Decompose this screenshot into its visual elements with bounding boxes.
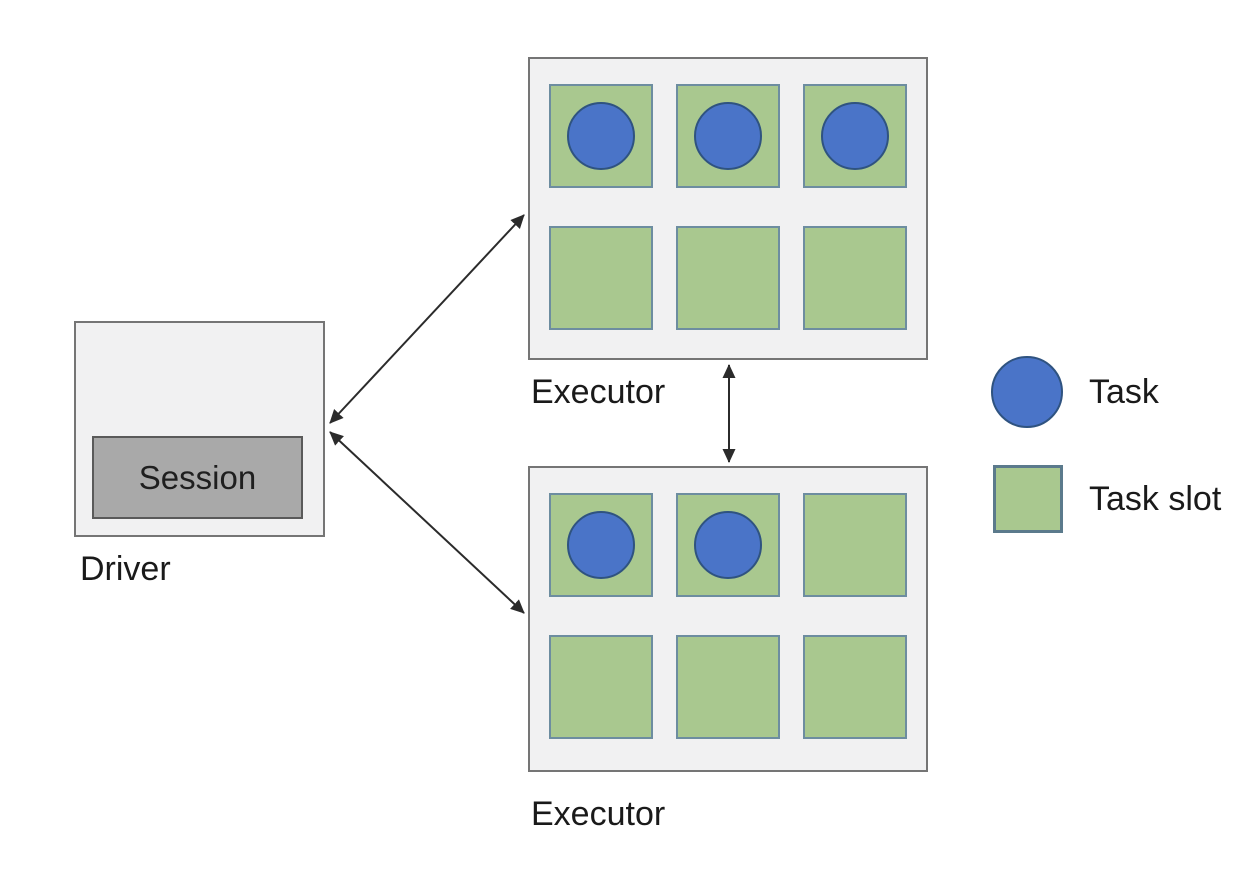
task-icon [694,511,762,579]
task-legend-icon [991,356,1063,428]
executor-2-box [528,466,928,772]
legend-task-label: Task [1089,372,1159,411]
task-slot [676,635,780,739]
task-slot [803,635,907,739]
executor-1-label: Executor [531,373,666,411]
task-slot [549,84,653,188]
driver-executor1-arrow [329,214,525,424]
task-slot [803,84,907,188]
task-slot [549,635,653,739]
executor-1-box [528,57,928,360]
task-slot [676,226,780,330]
legend-item-task-slot: Task slot [993,465,1221,533]
session-label: Session [138,458,257,496]
task-icon [567,102,635,170]
task-slot [803,493,907,597]
task-icon [694,102,762,170]
driver-label: Driver [80,550,171,588]
task-icon [821,102,889,170]
task-slot [676,84,780,188]
task-slot [549,493,653,597]
driver-box: Session [74,321,325,537]
task-slot [676,493,780,597]
legend-task-slot-label: Task slot [1089,479,1222,518]
task-icon [567,511,635,579]
task-slot [549,226,653,330]
legend-item-task: Task [991,356,1159,428]
session-box: Session [92,436,303,519]
executor-2-label: Executor [531,795,666,833]
task-slot-legend-icon [993,465,1063,533]
task-slot [803,226,907,330]
driver-executor2-arrow [329,431,525,614]
